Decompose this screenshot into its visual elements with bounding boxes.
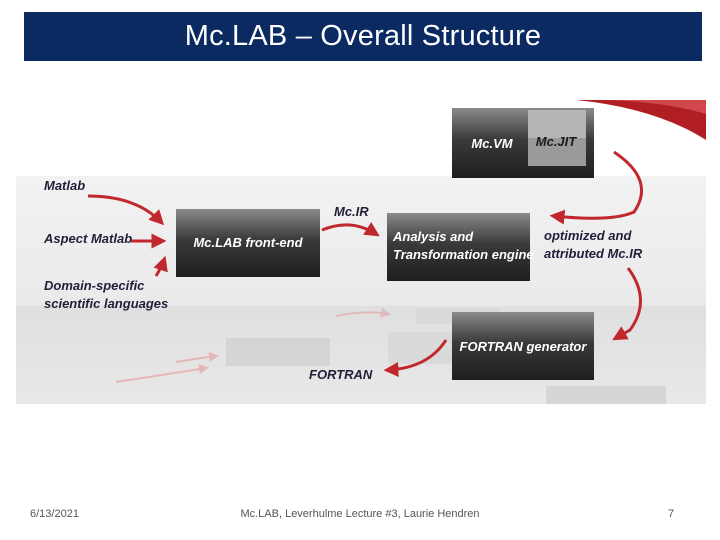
reflection-arrow-3 — [335, 307, 391, 318]
label-fortran: FORTRAN — [309, 367, 373, 382]
reflection-arrow-2 — [115, 364, 209, 383]
arrow-frontend-to-analysis — [321, 222, 380, 237]
fortran-reflection — [546, 386, 666, 404]
mcjit-label: Mc.JIT — [536, 134, 578, 149]
arrow-matlab-to-frontend — [87, 194, 165, 226]
input-scientific-languages: scientific languages — [44, 296, 168, 311]
corner-swoosh — [576, 100, 706, 140]
reflection-arrow-1 — [175, 351, 219, 363]
analysis-label-line1: Analysis and — [392, 229, 474, 244]
label-mcir: Mc.IR — [334, 204, 369, 219]
top-white-area — [16, 100, 706, 176]
title-bar: Mc.LAB – Overall Structure — [24, 12, 702, 61]
arrow-mcvm-to-optimized — [549, 150, 644, 225]
footer-page-number: 7 — [668, 508, 675, 520]
structure-diagram: Mc.VM Mc.JIT Mc.LAB front-end Analysis a… — [16, 100, 706, 404]
slide-title: Mc.LAB – Overall Structure — [184, 20, 542, 52]
fortran-generator-label: FORTRAN generator — [460, 339, 588, 354]
mcvm-label: Mc.VM — [471, 136, 513, 151]
arrow-optimized-to-fortran — [612, 267, 642, 341]
label-optimized-line2: attributed Mc.IR — [544, 246, 643, 261]
analysis-box: Analysis and Transformation engine — [387, 213, 534, 281]
corner-swoosh-highlight — [606, 100, 706, 114]
input-domain-specific: Domain-specific — [44, 278, 145, 293]
mcvm-box: Mc.VM Mc.JIT — [452, 108, 594, 178]
arrow-fortran-gen-to-fortran — [383, 339, 448, 377]
diagram-canvas: Mc.VM Mc.JIT Mc.LAB front-end Analysis a… — [16, 100, 706, 404]
fortran-generator-box: FORTRAN generator — [452, 312, 594, 380]
label-optimized-line1: optimized and — [544, 228, 632, 243]
arrow-domain-to-frontend — [153, 255, 168, 277]
input-aspect-matlab: Aspect Matlab — [43, 231, 132, 246]
footer-date: 6/13/2021 — [30, 508, 79, 520]
input-matlab: Matlab — [44, 178, 85, 193]
frontend-reflection — [226, 338, 330, 366]
footer-lecture: Mc.LAB, Leverhulme Lecture #3, Laurie He… — [240, 508, 480, 520]
frontend-label: Mc.LAB front-end — [193, 235, 303, 250]
frontend-box: Mc.LAB front-end — [176, 209, 320, 277]
analysis-label-line2: Transformation engine — [393, 247, 534, 262]
